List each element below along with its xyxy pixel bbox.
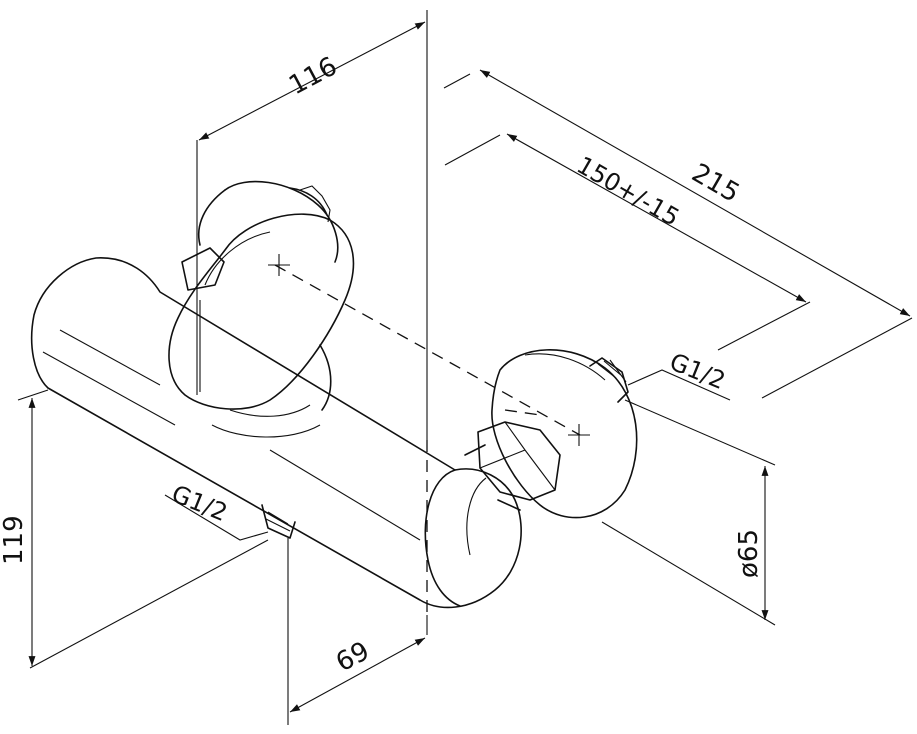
thread-inlet-label: G1/2 <box>666 348 730 395</box>
dimension-150: 150+/-15 <box>444 133 811 351</box>
dimension-diameter: ø65 <box>601 399 776 626</box>
dimension-215-label: 215 <box>687 158 745 209</box>
dimension-119-label: 119 <box>0 515 29 565</box>
mixer-body <box>30 257 522 609</box>
dimension-116-label: 116 <box>284 51 342 101</box>
dimension-69-label: 69 <box>331 636 374 678</box>
handle-lever <box>168 213 355 410</box>
dimension-69: 69 <box>287 538 428 725</box>
dimension-119: 119 <box>0 389 269 669</box>
hidden-lines <box>268 254 590 615</box>
dimension-150-label: 150+/-15 <box>572 151 684 232</box>
thread-callout-outlet: G1/2 <box>164 480 269 541</box>
dimension-diameter-label: ø65 <box>734 529 764 578</box>
right-connector <box>464 349 638 519</box>
dimension-116: 116 <box>196 10 428 440</box>
thread-callout-inlet: G1/2 <box>627 348 731 401</box>
rear-flange <box>181 180 339 291</box>
outlet-thread <box>261 504 296 539</box>
